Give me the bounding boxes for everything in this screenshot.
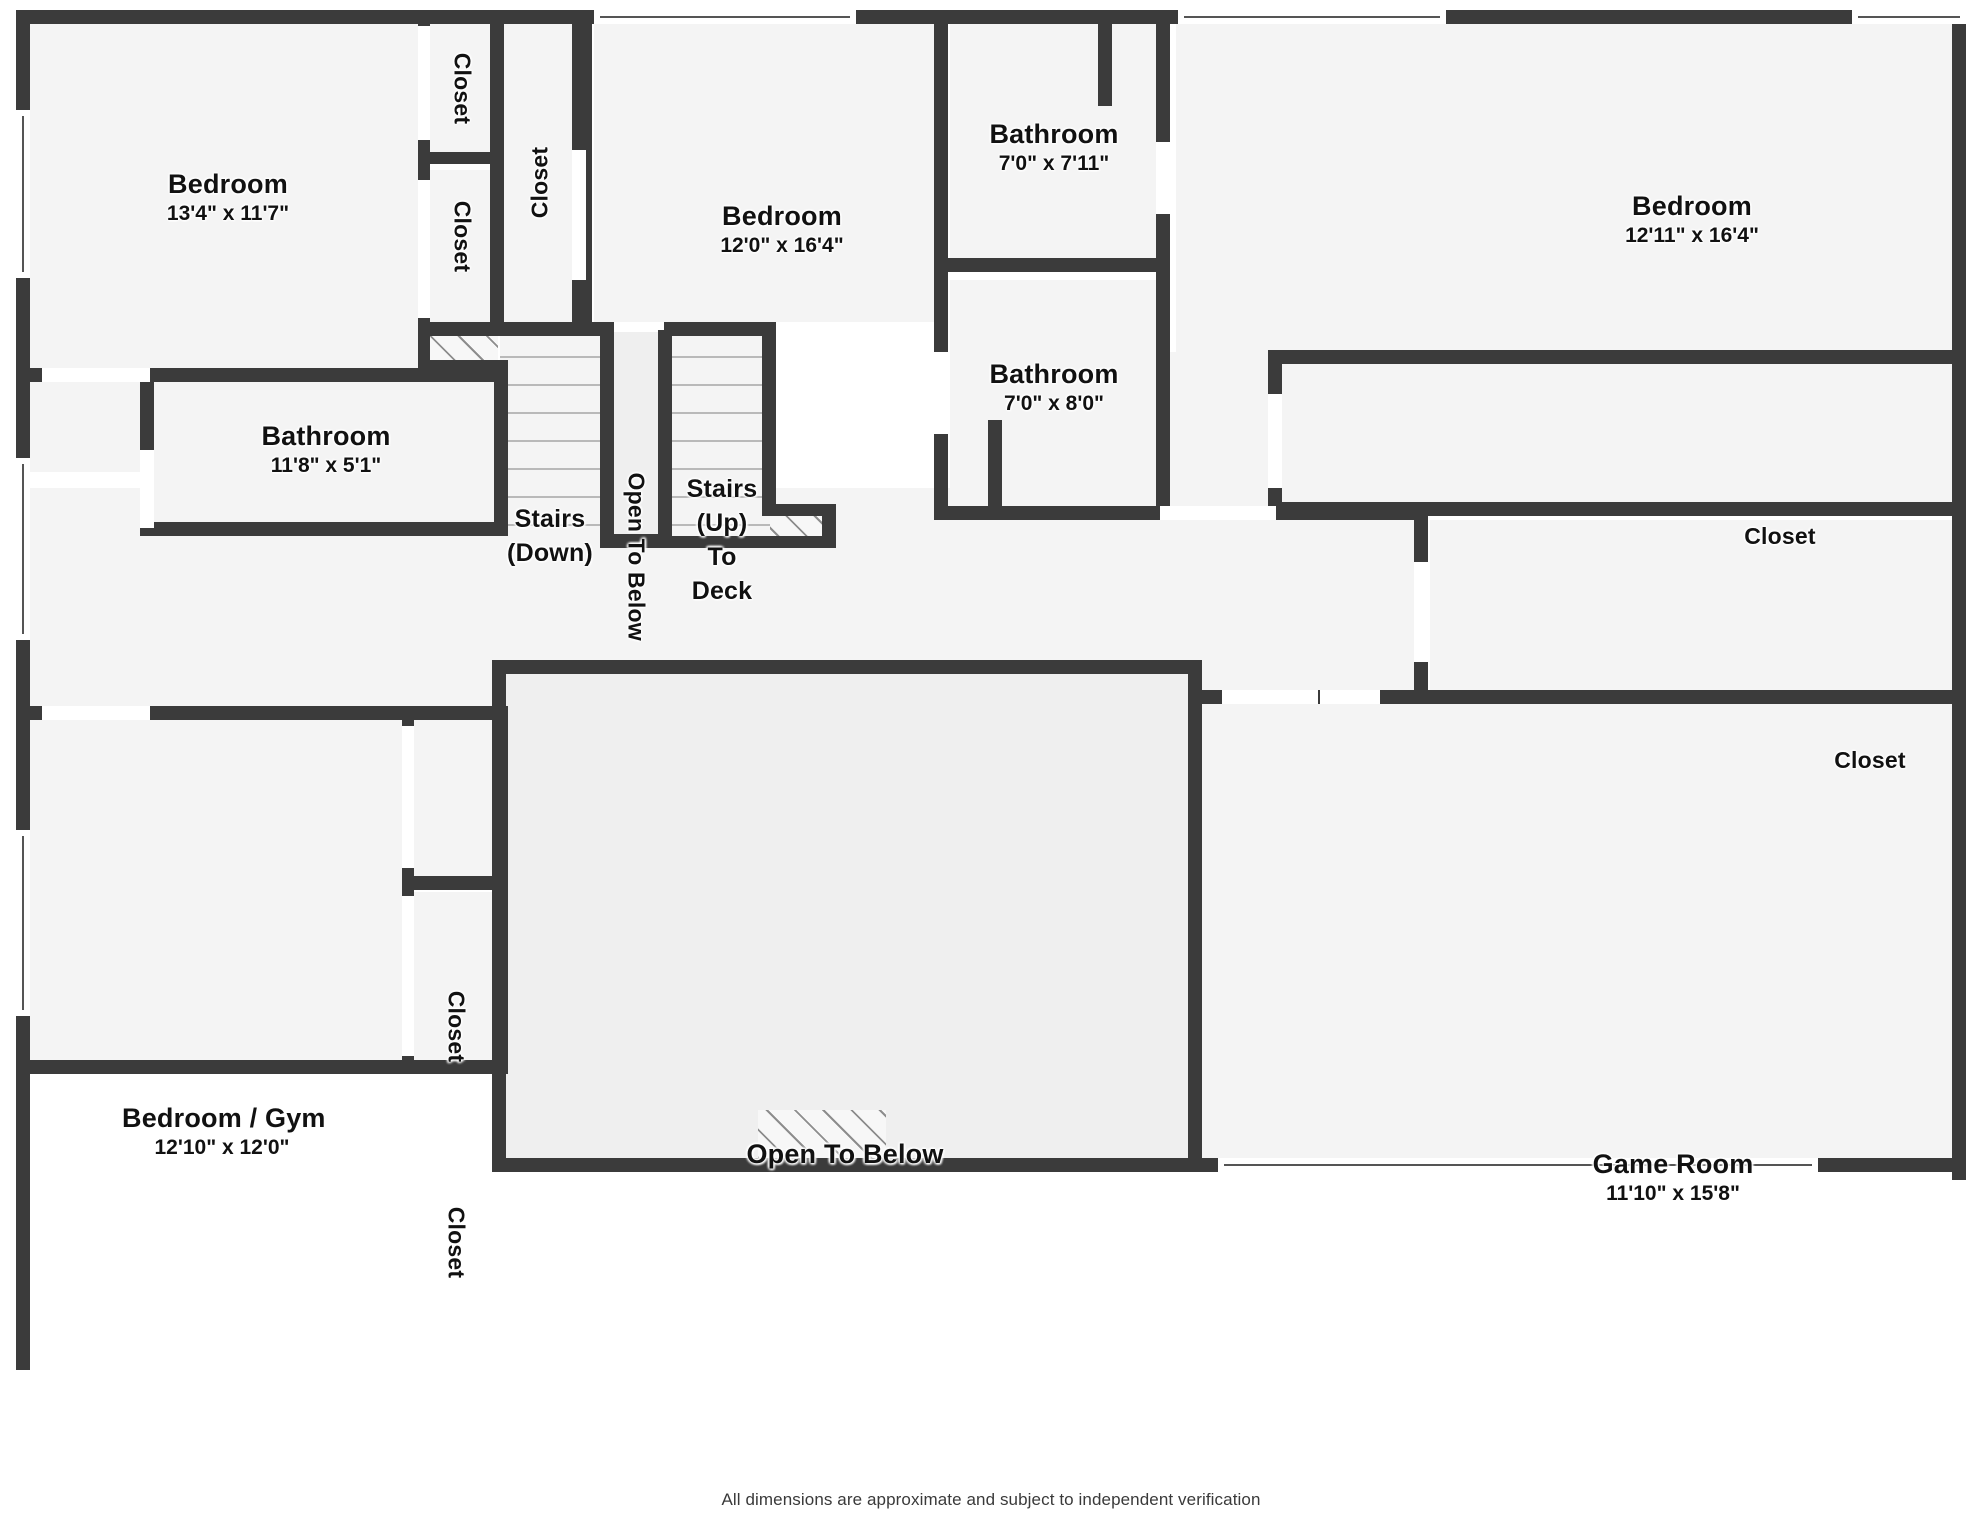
exterior-wall-right — [1952, 10, 1966, 1180]
room-fill-bedroom-top-center — [594, 22, 934, 322]
wall-bathroom-left-right — [494, 368, 508, 536]
label-closet-gym-lower: Closet — [386, 1207, 526, 1279]
window-left-mid — [16, 458, 30, 640]
room-fill-closet-gym-lower — [412, 892, 500, 1074]
wall-gym-closet-divider — [402, 876, 506, 890]
door-bedroom-top-left-to-closet1[interactable] — [418, 26, 430, 140]
exterior-wall-top — [16, 10, 1966, 24]
wall-closet1-bottom — [418, 152, 504, 164]
label-game-room-dim: 11'10" x 15'8" — [1606, 1182, 1740, 1205]
window-top-right — [1178, 10, 1446, 24]
wall-closet-right-upper-bottom — [1268, 502, 1966, 516]
window-top-center-left — [594, 10, 856, 24]
window-top-right-edge — [1852, 10, 1966, 24]
wall-gym-closet-right — [494, 706, 508, 1074]
door-closet-right-lower[interactable] — [1414, 562, 1428, 662]
stairs-down-treads — [500, 332, 600, 544]
room-fill-open-to-below-narrow — [606, 332, 664, 544]
wall-stairs-down-top — [418, 322, 614, 336]
room-fill-bathroom-mid-center — [950, 280, 1158, 510]
wall-bathroom-left-bottom — [140, 522, 508, 536]
door-gym-hall[interactable] — [42, 706, 150, 720]
door-game-room-hall[interactable] — [1222, 690, 1318, 704]
door-bathroom-top-center[interactable] — [1156, 142, 1170, 214]
wall-stairs-up-right — [762, 322, 776, 512]
wall-stairs-down-landing-bottom — [418, 360, 508, 374]
door-closet3[interactable] — [572, 150, 586, 280]
wall-stairs-down-left — [418, 322, 430, 372]
room-fill-closet-1 — [428, 22, 496, 152]
window-left-lower — [16, 830, 30, 1016]
wall-stairs-up-top — [664, 322, 776, 336]
room-fill-bedroom-gym — [28, 714, 412, 1074]
stairs-up-treads — [672, 332, 770, 544]
wall-bath-bottom — [934, 506, 1170, 520]
wall-bath-divider-horizontal — [934, 258, 1170, 272]
wall-closet-right-upper-top — [1268, 350, 1966, 364]
label-closet-gym-lower-name: Closet — [443, 1206, 470, 1279]
wall-open-below-main-right — [1188, 660, 1202, 1172]
room-fill-closet-gym-upper — [412, 714, 500, 880]
room-fill-bathroom-left — [150, 376, 500, 536]
wall-stairs-up-landing-top — [762, 504, 836, 516]
room-fill-bathroom-top-center — [950, 22, 1158, 262]
disclaimer-note: All dimensions are approximate and subje… — [721, 1490, 1261, 1509]
room-fill-hall-right — [1160, 352, 1278, 712]
wall-stairs-up-landing-bottom — [762, 536, 836, 548]
door-bedroom-top-left-to-closet2[interactable] — [418, 180, 430, 318]
window-bottom-right — [1218, 1158, 1818, 1172]
wall-open-below-bottom — [600, 534, 672, 548]
room-fill-bedroom-top-right — [1176, 22, 1954, 352]
label-bedroom-gym-dim: 12'10" x 12'0" — [154, 1136, 290, 1159]
door-gym-closet-lower[interactable] — [402, 896, 414, 1056]
exterior-wall-bottom-left — [16, 1060, 506, 1074]
wall-bath-mid-stub — [988, 420, 1002, 516]
door-bedroom-top-center-hall[interactable] — [934, 352, 948, 434]
room-fill-closet-right-lower — [1430, 520, 1954, 690]
label-bedroom-gym-name: Bedroom / Gym — [122, 1103, 326, 1133]
room-fill-closet-2 — [428, 170, 496, 322]
wall-game-room-top — [1188, 690, 1966, 704]
room-fill-closet-3 — [500, 22, 578, 322]
wall-open-below-right — [658, 330, 672, 548]
wall-bath-top-right-stub — [1098, 16, 1112, 106]
window-left-upper — [16, 110, 30, 278]
wall-open-below-main-top — [492, 660, 1202, 674]
door-bedroom-top-right-closet[interactable] — [1268, 394, 1282, 488]
wall-closet-block-right — [490, 16, 504, 332]
room-fill-game-room — [1192, 700, 1954, 1170]
door-gym-closet-upper[interactable] — [402, 726, 414, 868]
door-closet-right-lower-to-hall[interactable] — [1320, 690, 1380, 704]
room-fill-open-to-below-main — [500, 670, 1190, 1170]
room-fill-closet-right-upper — [1274, 364, 1954, 504]
wall-stairs-up-bottom-closure — [672, 536, 768, 548]
door-bathroom-left-interior[interactable] — [140, 450, 154, 528]
door-bathroom-left-hall[interactable] — [42, 368, 150, 382]
label-bedroom-gym: Bedroom / Gym 12'10" x 12'0" — [122, 1102, 326, 1161]
exterior-wall-left — [16, 10, 30, 1370]
wall-open-below-left — [600, 330, 614, 548]
door-bedroom-top-right-hall[interactable] — [1160, 506, 1276, 520]
